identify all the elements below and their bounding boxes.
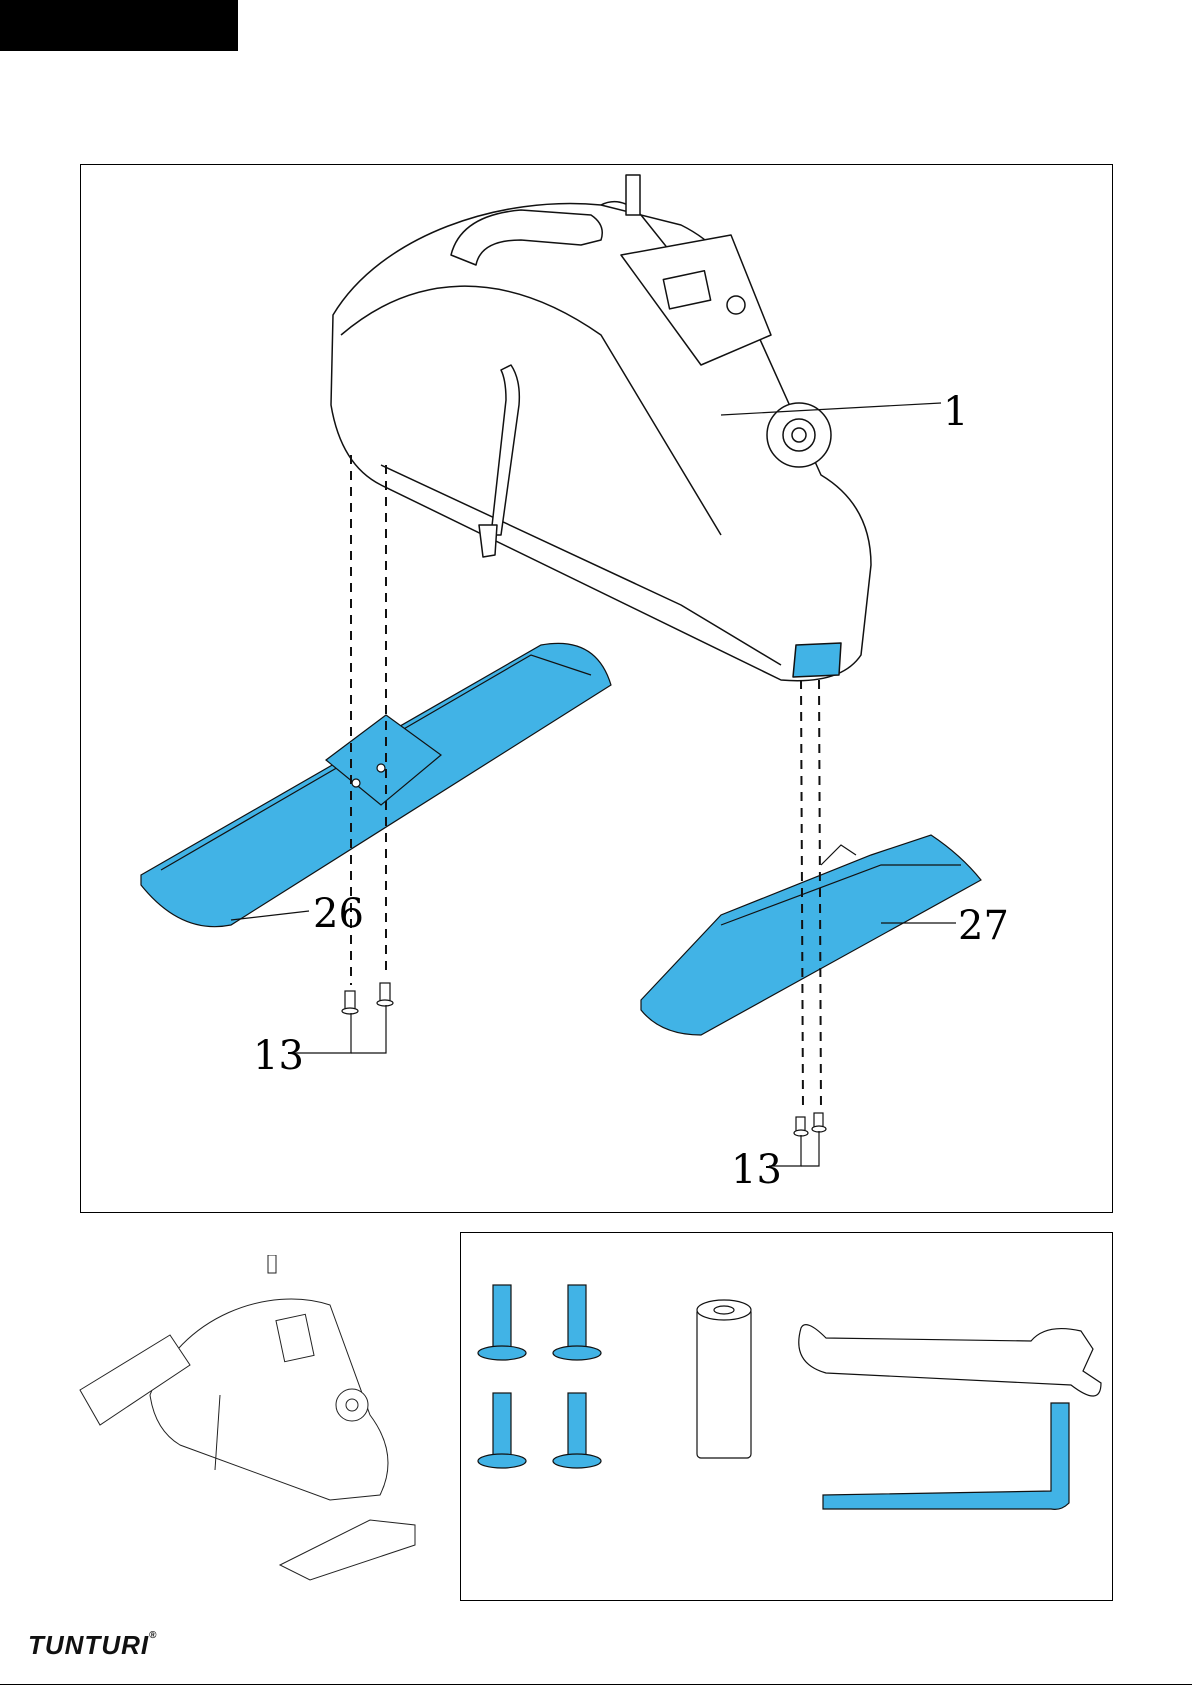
brand-name: TUNTURI bbox=[28, 1630, 149, 1660]
battery-icon bbox=[697, 1300, 751, 1458]
trademark-mark: ® bbox=[149, 1630, 157, 1641]
hardware-kit bbox=[461, 1233, 1111, 1599]
callout-27: 27 bbox=[958, 903, 1009, 949]
assembly-diagram: 1 26 27 13 13 bbox=[81, 165, 1111, 1211]
header-tab bbox=[0, 0, 238, 51]
callout-26: 26 bbox=[313, 891, 364, 937]
assembly-diagram-frame: 1 26 27 13 13 bbox=[80, 164, 1113, 1213]
rear-stabilizer bbox=[641, 835, 981, 1035]
callout-13-front: 13 bbox=[253, 1033, 304, 1079]
bolt-set-icon bbox=[478, 1285, 601, 1468]
hardware-kit-frame bbox=[460, 1232, 1113, 1601]
resistance-knob-icon bbox=[767, 403, 831, 467]
brand-logo: TUNTURI® bbox=[28, 1630, 157, 1661]
callout-1: 1 bbox=[943, 389, 968, 435]
assembled-preview bbox=[70, 1255, 450, 1590]
allen-key-icon bbox=[823, 1403, 1069, 1509]
wrench-icon bbox=[799, 1325, 1101, 1396]
callout-13-rear: 13 bbox=[731, 1147, 782, 1193]
front-stabilizer bbox=[141, 643, 611, 926]
rear-bracket bbox=[793, 643, 841, 677]
